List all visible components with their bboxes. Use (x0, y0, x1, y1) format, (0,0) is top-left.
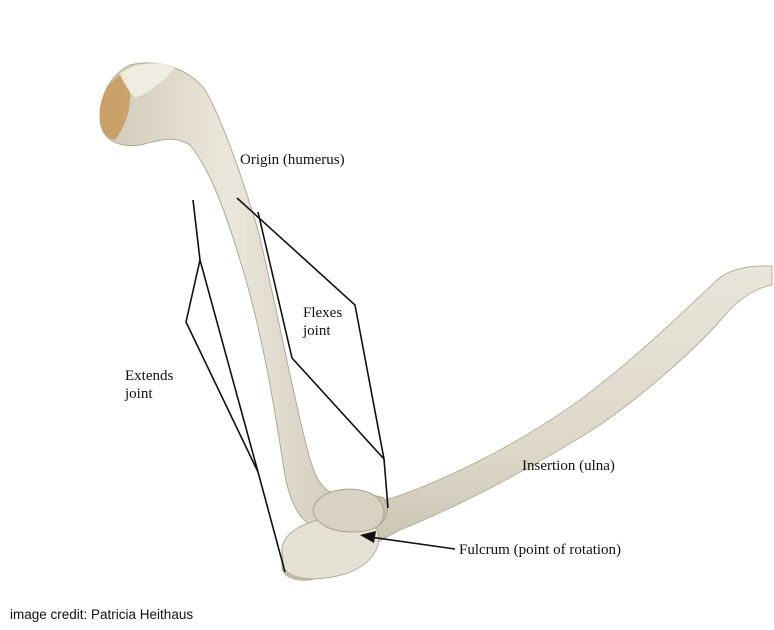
image-credit: image credit: Patricia Heithaus (10, 607, 193, 622)
label-origin: Origin (humerus) (240, 151, 345, 169)
label-fulcrum: Fulcrum (point of rotation) (459, 541, 621, 559)
extensor-muscle-line-inner (186, 260, 258, 472)
label-extends-line1: Extends (125, 367, 173, 385)
humerus-bone (100, 63, 387, 533)
label-flexes-joint: Flexes joint (303, 304, 342, 340)
label-insertion: Insertion (ulna) (522, 457, 615, 475)
label-extends-line2: joint (125, 385, 173, 403)
label-extends-joint: Extends joint (125, 367, 173, 403)
label-flexes-line2: joint (303, 322, 342, 340)
trochlea (313, 489, 384, 532)
fulcrum-arrow-line (370, 537, 455, 549)
label-flexes-line1: Flexes (303, 304, 342, 322)
